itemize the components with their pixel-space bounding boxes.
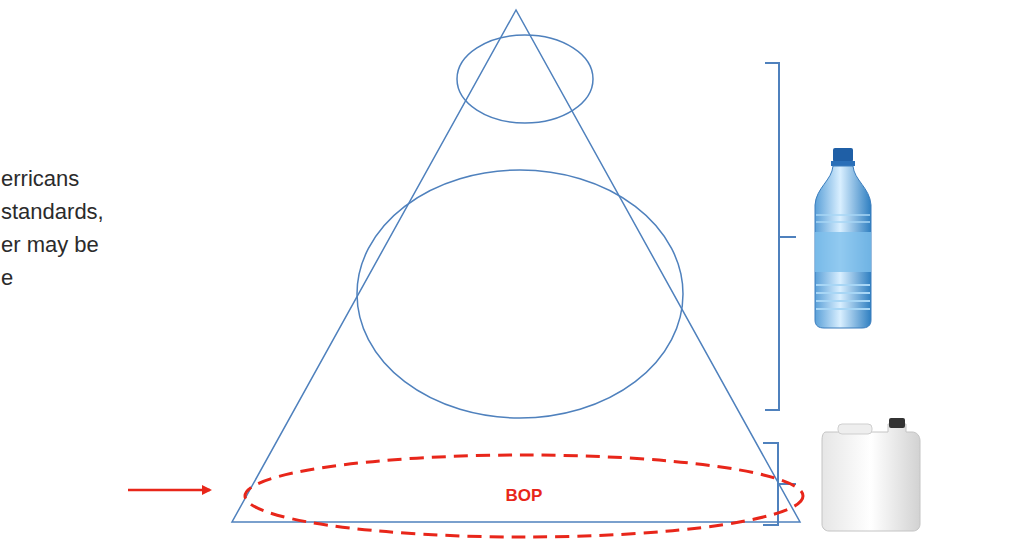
- segment-label: BOP: [506, 486, 543, 506]
- middle-ellipse: [357, 170, 683, 418]
- pyramid-outline: [232, 10, 800, 522]
- pointer-arrow: [128, 489, 210, 492]
- side-note-line: standards,: [1, 199, 104, 225]
- top-ellipse: [457, 35, 593, 123]
- upper-bracket: [765, 63, 796, 410]
- bop-ellipse: BOP: [243, 453, 805, 539]
- side-note-line: er may be: [1, 232, 99, 258]
- water-bottle: [815, 148, 871, 328]
- side-note-line: erricans: [1, 166, 79, 192]
- jerrican: [822, 418, 920, 531]
- side-note-line: e: [1, 265, 13, 291]
